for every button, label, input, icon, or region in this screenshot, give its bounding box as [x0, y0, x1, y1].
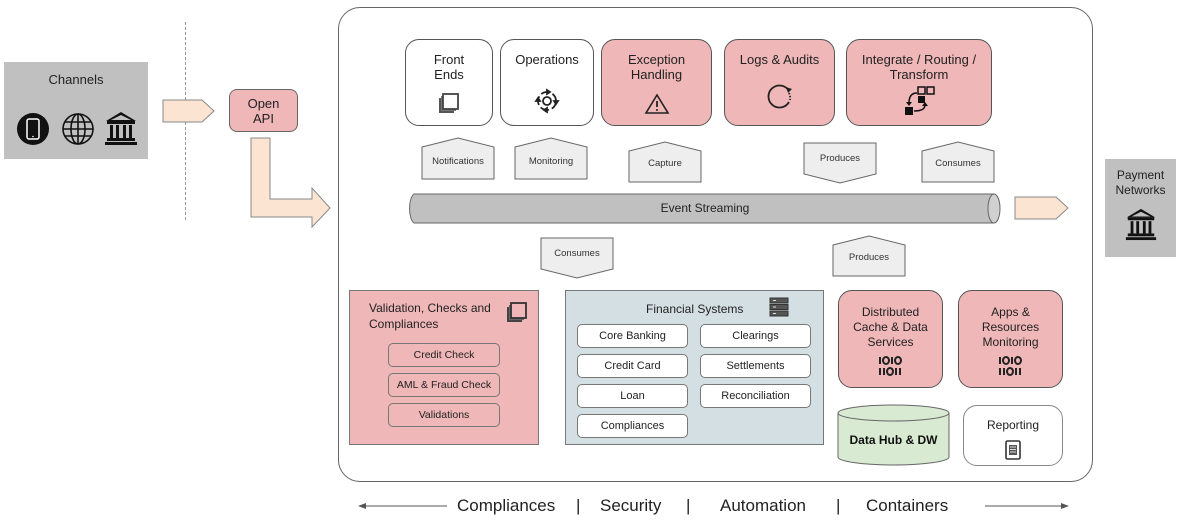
footer-separator: | [836, 496, 841, 515]
operations-module[interactable]: Operations [500, 39, 594, 126]
event-streaming-pipe[interactable]: Event Streaming [408, 193, 1002, 224]
tag-consumes-bottom-label: Consumes [554, 248, 600, 259]
payment-networks-label-2: Networks [1115, 183, 1166, 197]
open-api-label-1: Open [247, 96, 280, 111]
loan-item[interactable]: Loan [577, 384, 688, 408]
validation-title-1: Validation, Checks and [369, 301, 491, 315]
api-to-platform-arrow [250, 137, 331, 229]
apps-resources-monitoring-module[interactable]: Apps & Resources Monitoring [958, 290, 1063, 388]
platform-frame [338, 7, 1093, 482]
data-hub-label: Data Hub & DW [849, 433, 938, 447]
stream-to-payment-arrow [1014, 196, 1069, 220]
binary-data-icon [839, 355, 942, 377]
credit-check-item[interactable]: Credit Check [388, 343, 500, 367]
tag-monitoring: Monitoring [514, 137, 588, 180]
integrate-routing-module[interactable]: Integrate / Routing / Transform [846, 39, 992, 126]
front-ends-label-1: Front [433, 52, 465, 67]
compliances-item[interactable]: Compliances [577, 414, 688, 438]
footer-security: Security [600, 496, 662, 515]
exception-handling-module[interactable]: Exception Handling [601, 39, 712, 126]
tag-capture-label: Capture [648, 158, 682, 169]
core-banking-item[interactable]: Core Banking [577, 324, 688, 348]
tag-produces-top: Produces [803, 142, 877, 184]
payment-networks-label-1: Payment [1116, 168, 1165, 182]
channels-to-api-arrow [162, 99, 215, 123]
validations-item[interactable]: Validations [388, 403, 500, 427]
globe-icon [61, 112, 95, 151]
reporting-module[interactable]: Reporting [963, 405, 1063, 466]
open-api-label-2: API [253, 111, 274, 126]
aml-fraud-check-item[interactable]: AML & Fraud Check [388, 373, 500, 397]
footer-separator: | [686, 496, 691, 515]
distributed-cache-label-1: Distributed [861, 305, 920, 319]
footer-compliances: Compliances [457, 496, 556, 515]
apps-monitoring-label-2: Resources [981, 320, 1040, 334]
flow-routing-icon [847, 85, 991, 117]
footer-containers: Containers [866, 496, 949, 515]
distributed-cache-module[interactable]: Distributed Cache & Data Services [838, 290, 943, 388]
operations-label: Operations [515, 52, 579, 67]
report-document-icon [964, 440, 1062, 460]
refresh-icon [725, 81, 834, 111]
payment-networks-panel: Payment Networks [1105, 159, 1176, 257]
reporting-label: Reporting [986, 418, 1040, 432]
clearings-item[interactable]: Clearings [700, 324, 811, 348]
financial-systems-title: Financial Systems [646, 302, 744, 316]
front-ends-module[interactable]: Front Ends [405, 39, 493, 126]
channels-panel: Channels [4, 62, 148, 159]
logs-audits-label: Logs & Audits [739, 52, 820, 67]
data-hub-dw[interactable]: Data Hub & DW [837, 404, 950, 466]
event-streaming-label: Event Streaming [660, 201, 750, 215]
distributed-cache-label-2: Cache & Data [853, 320, 928, 334]
front-ends-label-2: Ends [434, 67, 464, 82]
reconciliation-item[interactable]: Reconciliation [700, 384, 811, 408]
footer-automation: Automation [720, 496, 806, 515]
tag-consumes-bottom: Consumes [540, 237, 614, 279]
tag-produces-top-label: Produces [819, 153, 861, 164]
mobile-phone-icon [16, 112, 50, 151]
tag-consumes-top-label: Consumes [935, 158, 981, 169]
open-api-box[interactable]: Open API [229, 89, 298, 132]
integrate-label-1: Integrate / Routing / [861, 52, 977, 67]
tag-monitoring-label: Monitoring [528, 156, 574, 167]
server-stack-icon [769, 297, 789, 322]
tag-consumes-top: Consumes [921, 141, 995, 183]
exception-label-2: Handling [630, 67, 683, 82]
validation-panel: Validation, Checks and Compliances Credi… [349, 290, 539, 445]
stacked-windows-icon [406, 93, 492, 115]
binary-data-icon [959, 355, 1062, 377]
bank-icon [104, 110, 138, 151]
tag-notifications: Notifications [421, 137, 495, 180]
footer-left-arrow [358, 503, 447, 509]
tag-produces-bottom-label: Produces [848, 252, 890, 263]
tag-produces-bottom: Produces [832, 235, 906, 277]
validation-title-2: Compliances [369, 317, 439, 331]
footer-right-arrow [985, 503, 1069, 509]
warning-icon [602, 93, 711, 115]
exception-label-1: Exception [627, 52, 686, 67]
footer-separator: | [576, 496, 581, 515]
logs-audits-module[interactable]: Logs & Audits [724, 39, 835, 126]
tag-capture: Capture [628, 141, 702, 183]
stacked-windows-icon [506, 302, 528, 329]
settlements-item[interactable]: Settlements [700, 354, 811, 378]
bank-icon [1124, 207, 1158, 245]
apps-monitoring-label-3: Monitoring [982, 335, 1039, 349]
apps-monitoring-label-1: Apps & [991, 305, 1030, 319]
tag-notifications-label: Notifications [432, 156, 484, 167]
channels-title: Channels [48, 72, 104, 87]
credit-card-item[interactable]: Credit Card [577, 354, 688, 378]
target-cycle-icon [501, 87, 593, 115]
integrate-label-2: Transform [889, 67, 949, 82]
financial-systems-panel: Financial Systems Core Banking Credit Ca… [565, 290, 824, 445]
distributed-cache-label-3: Services [867, 335, 914, 349]
